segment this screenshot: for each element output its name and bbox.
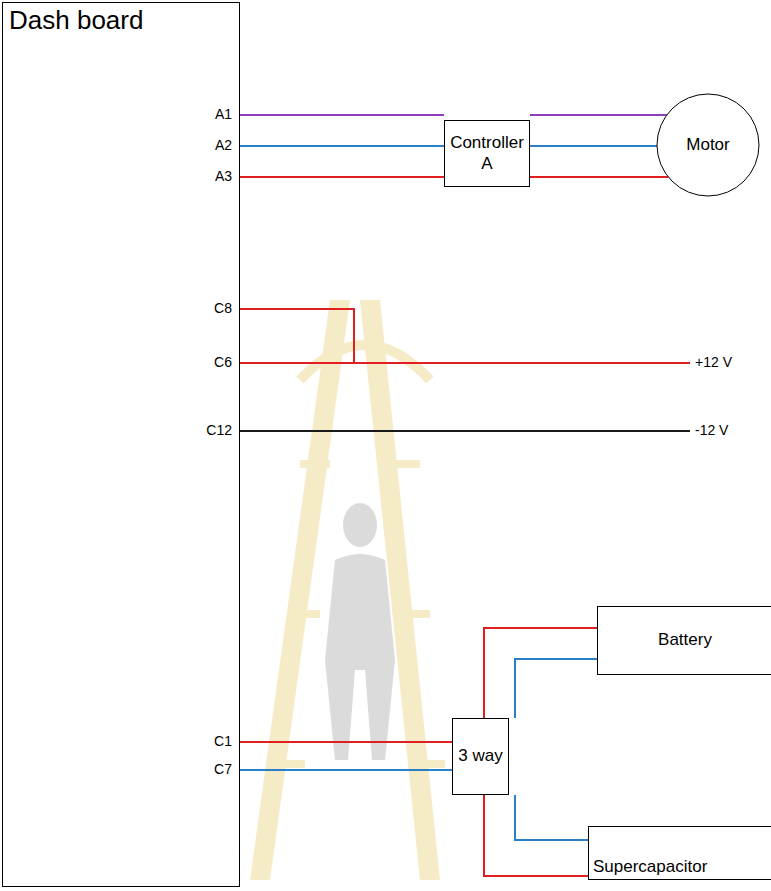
supercapacitor-box: Supercapacitor (588, 826, 771, 880)
node-label: Supercapacitor (593, 857, 707, 877)
dashboard-panel: Dash board (2, 2, 240, 887)
motor-circle: Motor (656, 93, 760, 197)
motor-outline (657, 94, 759, 196)
wire (515, 659, 597, 718)
wire (484, 795, 588, 876)
junction-box: 3 way (452, 718, 509, 795)
wire-c8 (240, 309, 354, 363)
wire (530, 176, 668, 178)
pin-name: C8 (214, 301, 232, 315)
node-label: Motor (686, 135, 729, 155)
node-label: 3 way (458, 746, 502, 766)
wire-c12 (240, 430, 690, 432)
voltage-label: +12 V (695, 355, 732, 369)
wire (240, 145, 444, 147)
watermark-logo (250, 300, 445, 880)
controller-box: Controller A (444, 120, 530, 187)
wire (515, 795, 588, 840)
pin-name: A1 (215, 107, 232, 121)
wire (530, 114, 667, 116)
wire (240, 176, 444, 178)
voltage-label: -12 V (695, 423, 728, 437)
pin-name: C12 (206, 423, 232, 437)
pin-name: A2 (215, 138, 232, 152)
wire (240, 741, 452, 743)
wire (240, 769, 452, 771)
battery-box: Battery (597, 606, 771, 675)
pin-name: A3 (215, 169, 232, 183)
wire (484, 628, 597, 718)
node-label: Controller A (449, 133, 525, 174)
pin-name: C6 (214, 355, 232, 369)
panel-title: Dash board (9, 5, 143, 36)
node-label: Battery (658, 630, 712, 650)
wire (530, 145, 657, 147)
pin-name: C7 (214, 762, 232, 776)
pin-name: C1 (214, 734, 232, 748)
wire (240, 114, 444, 116)
supply-wires (240, 309, 690, 431)
wire-c6 (240, 362, 690, 364)
